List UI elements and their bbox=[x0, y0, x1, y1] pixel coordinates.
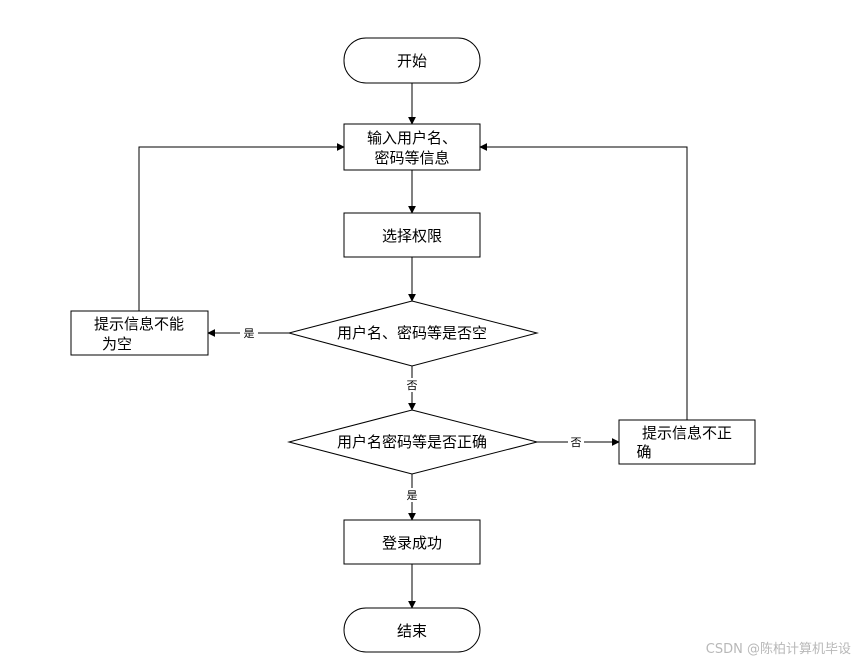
watermark: CSDN @陈柏计算机毕设 bbox=[705, 642, 851, 657]
check-empty-decision: 用户名、密码等是否空 bbox=[287, 300, 539, 367]
end-node: 结束 bbox=[343, 607, 481, 653]
tip-empty-label-line2: 为空 bbox=[102, 335, 132, 353]
tip-empty-node: 提示信息不能 为空 bbox=[70, 310, 209, 356]
input-credentials-node: 输入用户名、 密码等信息 bbox=[343, 123, 481, 171]
input-label-line1: 输入用户名、 bbox=[367, 129, 457, 147]
input-label-line2: 密码等信息 bbox=[374, 149, 449, 167]
edge-tip-wrong-return bbox=[479, 143, 688, 420]
edge-tip-empty-return bbox=[138, 143, 345, 311]
edge-correct-yes-label: 是 bbox=[407, 489, 418, 502]
edge-empty-no-label: 否 bbox=[407, 379, 418, 392]
start-node: 开始 bbox=[343, 37, 481, 84]
check-correct-decision: 用户名密码等是否正确 bbox=[287, 409, 538, 475]
select-role-label: 选择权限 bbox=[382, 227, 442, 245]
check-empty-label: 用户名、密码等是否空 bbox=[337, 324, 487, 342]
start-label: 开始 bbox=[397, 52, 427, 70]
login-success-node: 登录成功 bbox=[343, 519, 481, 565]
end-label: 结束 bbox=[397, 622, 427, 640]
edge-correct-no-label: 否 bbox=[571, 436, 582, 449]
select-role-node: 选择权限 bbox=[343, 212, 481, 258]
login-success-label: 登录成功 bbox=[382, 534, 442, 552]
tip-wrong-label-line1: 提示信息不正 bbox=[642, 424, 732, 442]
edge-empty-yes-label: 是 bbox=[244, 327, 255, 340]
check-correct-label: 用户名密码等是否正确 bbox=[337, 433, 487, 451]
tip-wrong-node: 提示信息不正 确 bbox=[618, 419, 756, 465]
tip-empty-label-line1: 提示信息不能 bbox=[94, 315, 184, 333]
tip-wrong-label-line2: 确 bbox=[636, 443, 651, 461]
